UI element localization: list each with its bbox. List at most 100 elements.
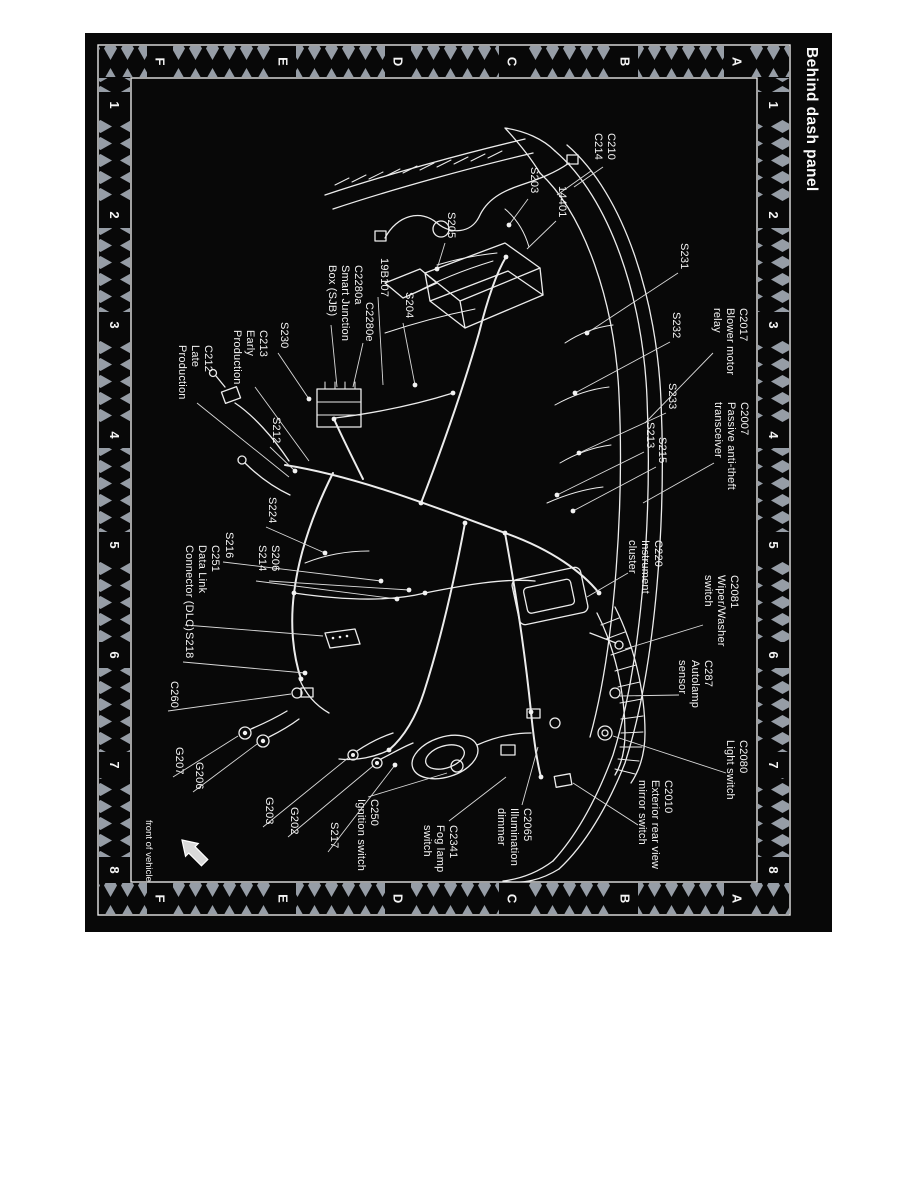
callout-c2010: C2010Exterior rear viewmirror switch (572, 780, 674, 869)
callout-text-c260: C260 (168, 681, 180, 708)
grid-label-backing (499, 46, 525, 77)
grid-col-E-bottom: E (276, 894, 291, 903)
callout-text-c287: C287Autolampsensor (676, 660, 714, 708)
callout-line: S215 (656, 437, 668, 464)
callout-s232: S232 (572, 312, 682, 396)
grid-label-backing (99, 752, 130, 778)
outer-frame (97, 44, 791, 916)
callout-line: C2280a (352, 265, 364, 305)
grid-label-backing (499, 883, 525, 914)
callout-line: C2065 (521, 808, 533, 841)
callout-line: switch (421, 825, 433, 857)
callout-text-w14401: 14401 (556, 186, 568, 218)
leader-line (619, 694, 680, 697)
callout-text-s204: S204 (403, 292, 415, 319)
splice-dot (572, 390, 578, 396)
grid-label-backing (758, 92, 789, 118)
callout-text-c251: C251Data LinkConnector (DLC) (183, 545, 221, 631)
splice-dot (584, 330, 590, 336)
callout-s231: S231 (584, 243, 690, 336)
callout-text-s217: S217 (328, 822, 340, 849)
callout-line: Box (SJB) (326, 265, 338, 316)
callout-g207: G207 (172, 735, 239, 778)
callout-text-g207: G207 (173, 747, 185, 775)
callout-text-c2341: C2341Fog lampswitch (421, 825, 459, 872)
grid-row-1-left: 1 (107, 101, 122, 108)
grid-row-8-left: 8 (107, 866, 122, 873)
callout-text-c2280e: C2280e (363, 302, 375, 342)
callout-text-c210-c214: C210C214 (592, 133, 617, 160)
leader-line (572, 782, 639, 826)
callout-line: S224 (266, 497, 278, 524)
callout-line: Early (244, 330, 256, 356)
callout-text-s205: S205 (445, 212, 457, 239)
callout-text-w19b107: 19B107 (378, 258, 390, 297)
grid-label-backing (99, 92, 130, 118)
grid-label-backing (147, 883, 173, 914)
harness-artwork (208, 127, 663, 882)
grid-col-C-top: C (505, 57, 520, 67)
callout-text-c2081: C2081Wiper/Washerswitch (702, 575, 740, 647)
leader-line (184, 624, 324, 637)
leader-line (402, 322, 416, 386)
leader-line (586, 272, 679, 334)
callout-g202: G202 (287, 765, 374, 838)
callout-line: C214 (592, 133, 604, 160)
grid-col-D-top: D (391, 57, 406, 66)
grid-row-4-right: 4 (766, 431, 781, 439)
callout-line: Production (231, 330, 243, 385)
callout-c2280e: C2280e (352, 302, 375, 388)
leader-line (330, 324, 338, 388)
callout-c2080: C2080Light switch (612, 735, 749, 800)
leader-line (172, 735, 239, 778)
callout-line: S206 (269, 545, 281, 572)
callout-line: switch (702, 575, 714, 607)
leader-line (448, 776, 507, 822)
callout-line: Data Link (196, 545, 208, 594)
callout-c220: C220Instrumentcluster (586, 540, 664, 598)
leader-line (586, 572, 629, 598)
callout-c2017: C2017Blower motorrelay (644, 308, 749, 424)
callout-g206: G206 (192, 743, 258, 793)
grid-row-7-right: 7 (766, 761, 781, 768)
callout-s216: S216 (222, 532, 384, 584)
splice-dot (378, 578, 384, 584)
callout-line: S218 (183, 632, 195, 659)
page-title: Behind dash panel (803, 47, 820, 192)
leader-line (265, 526, 326, 554)
grid-label-backing (758, 422, 789, 448)
grid-label-backing (99, 532, 130, 558)
callout-c2341: C2341Fog lampswitch (421, 776, 507, 872)
grid-label-backing (724, 883, 750, 914)
callout-line: Exterior rear view (649, 780, 661, 869)
callout-line: Fog lamp (434, 825, 446, 872)
grid-row-6-right: 6 (766, 651, 781, 658)
grid-label-backing (99, 422, 130, 448)
callout-line: S233 (666, 383, 678, 410)
grid-label-backing (385, 46, 411, 77)
callout-text-c250: C250Ignition switch (355, 799, 380, 871)
callout-s215: S215 (570, 437, 668, 514)
callout-c2007: C2007Passive anti-thefttransceiver (642, 402, 750, 504)
grid-col-A-top: A (730, 57, 745, 67)
callout-line: S216 (223, 532, 235, 559)
callout-s205: S205 (434, 212, 457, 272)
leader-line (277, 352, 310, 400)
callout-line: S213 (644, 422, 656, 449)
callout-line: S212 (270, 417, 282, 444)
callout-line: C2280e (363, 302, 375, 342)
grid-col-F-bottom: F (153, 895, 168, 903)
grid-label-backing (99, 202, 130, 228)
callout-line: transceiver (712, 402, 724, 458)
callout-line: relay (711, 308, 723, 333)
grid-row-5-left: 5 (107, 541, 122, 548)
callout-w19b107: 19B107 (377, 258, 390, 386)
callout-line: S232 (670, 312, 682, 339)
grid-col-B-bottom: B (618, 894, 633, 903)
grid-row-5-right: 5 (766, 541, 781, 548)
grid-label-backing (758, 857, 789, 883)
callout-line: S204 (403, 292, 415, 319)
